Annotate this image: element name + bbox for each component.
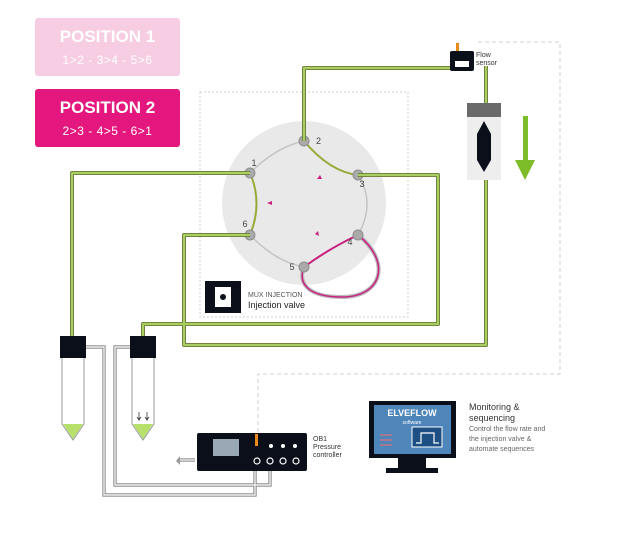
down-arrow-icon [136, 412, 142, 422]
port-label-1: 1 [251, 158, 256, 168]
position-2-sequence: 2>3 - 4>5 - 6>1 [62, 124, 153, 138]
port-label-5: 5 [289, 262, 294, 272]
reservoir-cap [60, 336, 86, 358]
active-channel-6-1 [249, 172, 258, 236]
reservoir-right [130, 336, 156, 441]
pressure-tubing-outline [80, 345, 272, 497]
flow-direction-arrow-icon [515, 116, 535, 180]
software-title-2: sequencing [469, 413, 515, 423]
ob1-status-led [255, 434, 258, 446]
valve-channel [357, 174, 368, 236]
software-monitor [369, 401, 456, 473]
flow-sensor-label-2: sensor [476, 60, 498, 67]
ob1-label-2: Pressure [313, 444, 341, 451]
green-tubing [70, 62, 488, 355]
position-2-title: POSITION 2 [59, 98, 156, 117]
valve-label-small: MUX INJECTION [248, 292, 302, 299]
signal-cable-outline [257, 41, 561, 432]
position-1-sequence: 1>2 - 3>4 - 5>6 [62, 53, 153, 67]
software-desc-3: automate sequences [469, 446, 534, 453]
reservoir-left [60, 336, 86, 441]
port-4 [352, 229, 364, 241]
ob1-controller [197, 433, 307, 471]
direction-arrow [317, 175, 322, 179]
valve-label-main: Injection valve [248, 300, 305, 310]
port-label-4: 4 [347, 237, 352, 247]
pulse-graph-icon [416, 432, 439, 444]
flow-sensor [450, 43, 474, 71]
direction-arrow [315, 231, 319, 236]
port-label-2: 2 [316, 136, 321, 146]
port-5 [298, 261, 310, 273]
reservoir-cap [130, 336, 156, 358]
ob1-label-3: controller [313, 452, 342, 459]
vent-arrow-icon [176, 456, 180, 465]
software-product: software [403, 420, 422, 426]
sensor-connector [456, 43, 459, 51]
pressure-tubing [80, 346, 271, 496]
position-1-title: POSITION 1 [59, 27, 156, 46]
software-title-1: Monitoring & [469, 402, 520, 412]
sample-loop [301, 234, 380, 298]
position-1-box: POSITION 1 1>2 - 3>4 - 5>6 [35, 18, 180, 76]
flow-sensor-label-1: Flow [476, 52, 492, 59]
software-brand: ELVEFLOW [387, 408, 437, 418]
software-desc-1: Control the flow rate and [469, 426, 545, 433]
port-label-6: 6 [242, 219, 247, 229]
position-2-box: POSITION 2 2>3 - 4>5 - 6>1 [35, 89, 180, 147]
ob1-display [213, 439, 239, 456]
ob1-label-1: OB1 [313, 436, 327, 443]
software-desc-2: the injection valve & [469, 436, 532, 443]
injection-valve-icon [205, 281, 241, 313]
down-arrow-icon [144, 412, 150, 422]
port-label-3: 3 [359, 179, 364, 189]
direction-arrow [267, 201, 272, 205]
sample-cartridge [467, 103, 501, 180]
